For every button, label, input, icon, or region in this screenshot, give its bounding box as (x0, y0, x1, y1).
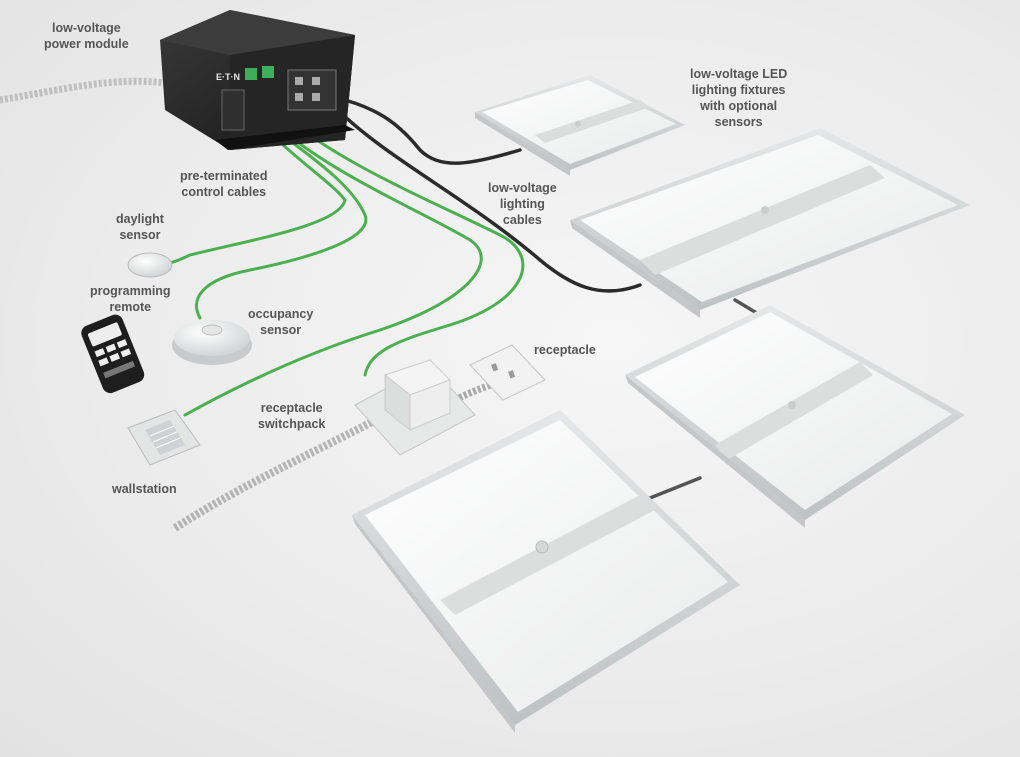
label-receptacle: receptacle (534, 343, 596, 357)
receptacle-graphic (469, 344, 546, 401)
label-wallstation: wallstation (112, 482, 177, 496)
label-control-cables: pre-terminated control cables (180, 169, 268, 199)
conduit-switchpack-feed (172, 411, 387, 532)
lighting-cable-1 (343, 98, 522, 165)
led-fixture-1 (475, 75, 685, 176)
brand-mark: E·T·N (216, 72, 240, 82)
switchpack-graphic (354, 359, 476, 456)
led-fixture-3 (625, 305, 965, 528)
lighting-cables (338, 98, 762, 500)
conduit-receptacle-feed (453, 376, 507, 404)
control-cable-daylight (158, 98, 347, 265)
occupancy-sensor-graphic (172, 320, 252, 365)
programming-remote-graphic (81, 314, 145, 394)
lighting-cable-2 (338, 110, 642, 293)
led-fixture-2 (570, 128, 970, 318)
label-occupancy-sensor: occupancy sensor (248, 307, 314, 337)
label-lighting-cables: low-voltage lighting cables (488, 181, 557, 227)
label-programming-remote: programming remote (90, 284, 171, 314)
conduit-power-feed (0, 77, 171, 104)
control-cable-wallstation (183, 110, 483, 417)
lighting-cable-4 (648, 476, 702, 500)
label-led-fixtures: low-voltage LED lighting fixtures with o… (690, 67, 788, 129)
control-cable-occupancy (195, 108, 368, 320)
led-fixture-4 (352, 410, 740, 733)
label-daylight-sensor: daylight sensor (116, 212, 164, 242)
label-power-module: low-voltage power module (44, 21, 129, 51)
control-cables (158, 98, 525, 417)
power-module-graphic: E·T·N (160, 10, 355, 150)
control-cable-switchpack (270, 103, 525, 377)
daylight-sensor-graphic (127, 252, 173, 278)
label-receptacle-switchpack: receptacle switchpack (258, 401, 326, 431)
wallstation-graphic (127, 409, 201, 466)
